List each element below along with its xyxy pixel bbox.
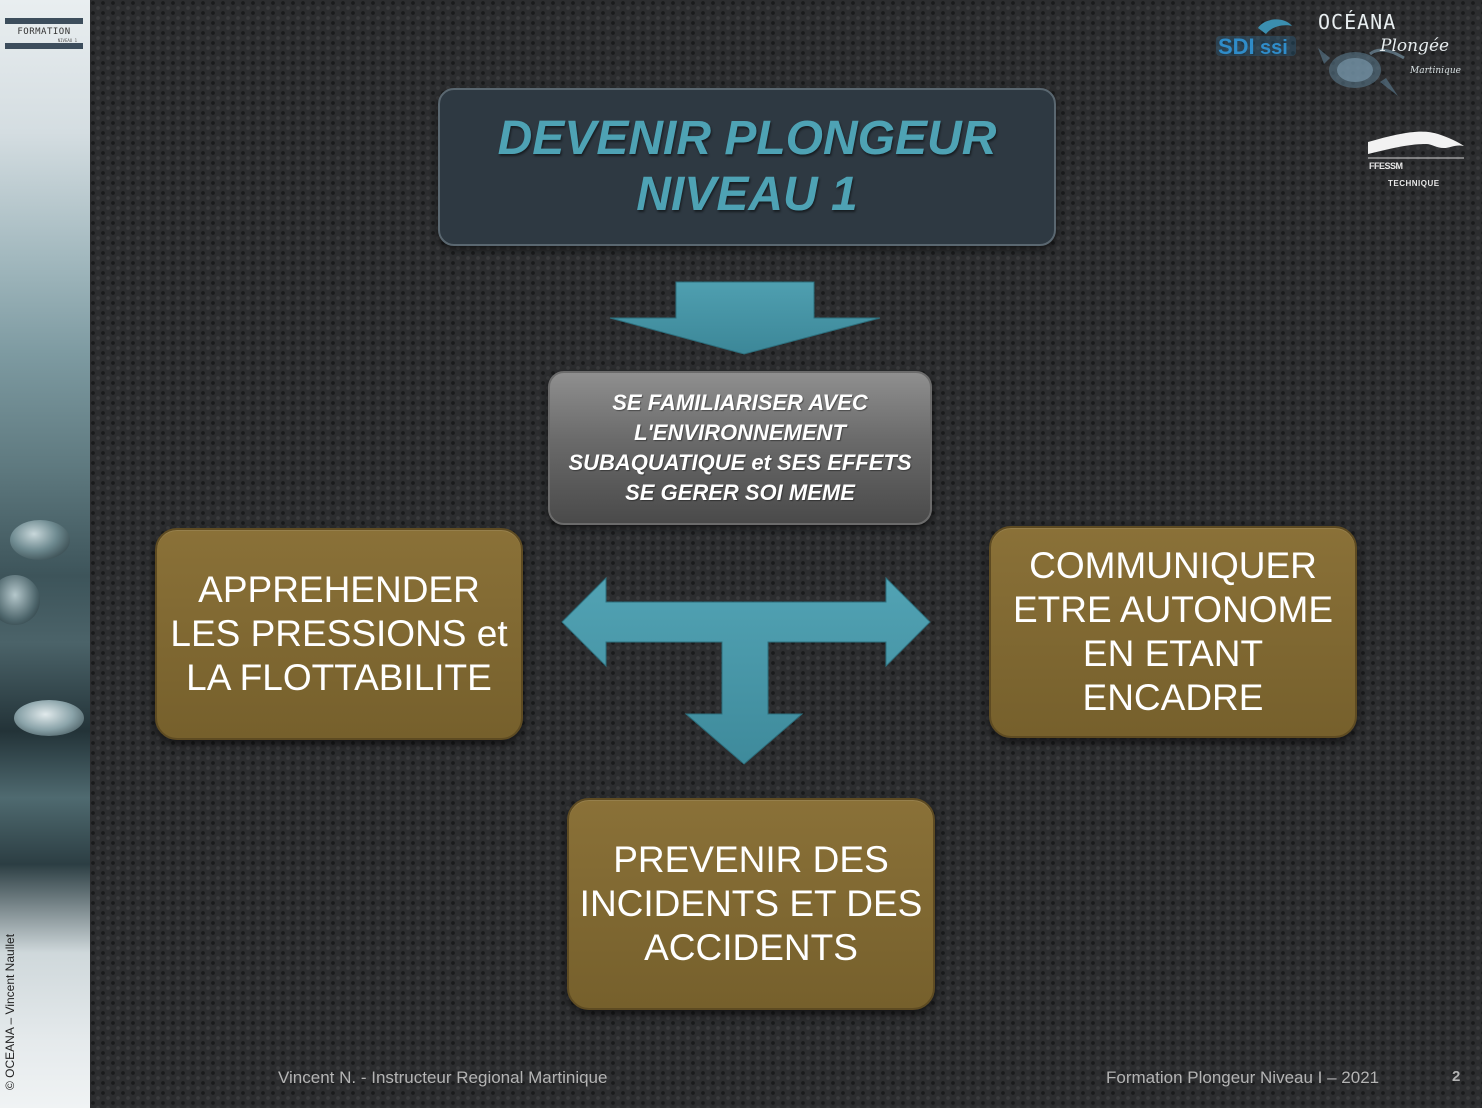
prevent-box: PREVENIR DES INCIDENTS ET DES ACCIDENTS xyxy=(567,798,935,1010)
communicate-line-2: ETRE AUTONOME xyxy=(1012,589,1334,630)
oceana-logo: OCÉANA Plongée Martinique xyxy=(1310,8,1475,100)
formation-sublabel: NIVEAU 1 xyxy=(57,38,77,43)
communicate-line-3: EN ETANT xyxy=(1082,633,1264,674)
down-arrow-icon xyxy=(609,281,881,355)
tag-bar-top xyxy=(5,18,83,24)
formation-label: FORMATION xyxy=(17,27,71,37)
svg-text:SDI: SDI xyxy=(1218,34,1255,59)
tag-bar-bottom xyxy=(5,43,83,49)
turtle-icon xyxy=(1318,48,1405,96)
wave-icon xyxy=(1368,131,1464,159)
oceana-subtitle: Plongée xyxy=(1380,36,1450,56)
communicate-line-4: ENCADRE xyxy=(1082,677,1264,718)
page-number: 2 xyxy=(1452,1068,1461,1085)
ffessm-text: FFESSM xyxy=(1369,161,1403,171)
title-box: DEVENIR PLONGEUR NIVEAU 1 xyxy=(438,88,1056,246)
familiarize-line-3: SUBAQUATIQUE et SES EFFETS xyxy=(568,450,912,475)
oceana-region: Martinique xyxy=(1410,66,1461,76)
familiarize-line-1: SE FAMILIARISER AVEC xyxy=(612,390,868,415)
prevent-line-2: INCIDENTS ET DES xyxy=(579,883,923,924)
title-line-1: DEVENIR PLONGEUR xyxy=(497,112,997,165)
water-drop-image xyxy=(14,700,84,736)
communicate-box: COMMUNIQUER ETRE AUTONOME EN ETANT ENCAD… xyxy=(989,526,1357,738)
familiarize-line-4: SE GERER SOI MEME xyxy=(625,480,855,505)
ssi-logo: SDI ssi xyxy=(1216,19,1296,59)
pressure-box: APPREHENDER LES PRESSIONS et LA FLOTTABI… xyxy=(155,528,523,740)
pressure-line-2: LES PRESSIONS et xyxy=(170,613,508,654)
oceana-title: OCÉANA xyxy=(1318,10,1397,34)
ffessm-logo: FFESSM TECHNIQUE xyxy=(1366,128,1466,192)
water-drop-image xyxy=(0,575,40,625)
ffessm-subtext: TECHNIQUE xyxy=(1388,179,1440,188)
prevent-line-3: ACCIDENTS xyxy=(644,927,858,968)
copyright-text: © OCEANA – Vincent Naullet xyxy=(3,933,17,1090)
water-drop-image xyxy=(10,520,70,560)
familiarize-line-2: L'ENVIRONNEMENT xyxy=(634,420,846,445)
pressure-line-1: APPREHENDER xyxy=(198,569,480,610)
footer-course: Formation Plongeur Niveau I – 2021 xyxy=(1106,1068,1380,1087)
familiarize-box: SE FAMILIARISER AVEC L'ENVIRONNEMENT SUB… xyxy=(548,371,932,525)
svg-text:ssi: ssi xyxy=(1260,37,1288,59)
three-way-arrow-icon xyxy=(561,576,931,765)
title-line-2: NIVEAU 1 xyxy=(636,168,858,221)
communicate-line-1: COMMUNIQUER xyxy=(1029,545,1317,586)
sidebar-photo xyxy=(0,0,90,1108)
footer-author: Vincent N. - Instructeur Regional Martin… xyxy=(278,1068,608,1087)
prevent-line-1: PREVENIR DES xyxy=(613,839,889,880)
formation-tag: FORMATION NIVEAU 1 xyxy=(5,18,83,58)
pressure-line-3: LA FLOTTABILITE xyxy=(186,657,492,698)
